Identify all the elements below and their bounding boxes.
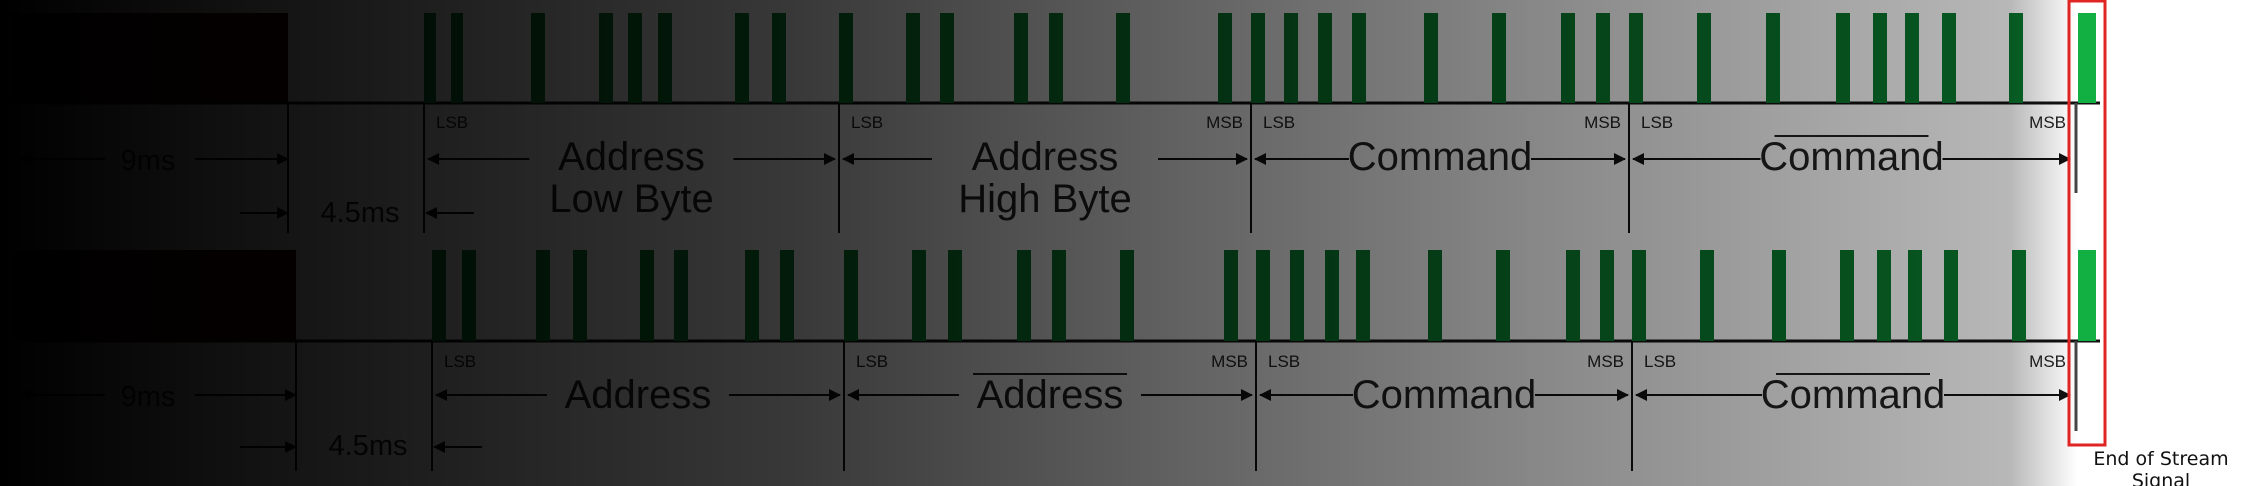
end-of-stream-caption: End of Stream Signal xyxy=(2093,448,2229,486)
end-of-stream-highlight xyxy=(2067,0,2107,447)
